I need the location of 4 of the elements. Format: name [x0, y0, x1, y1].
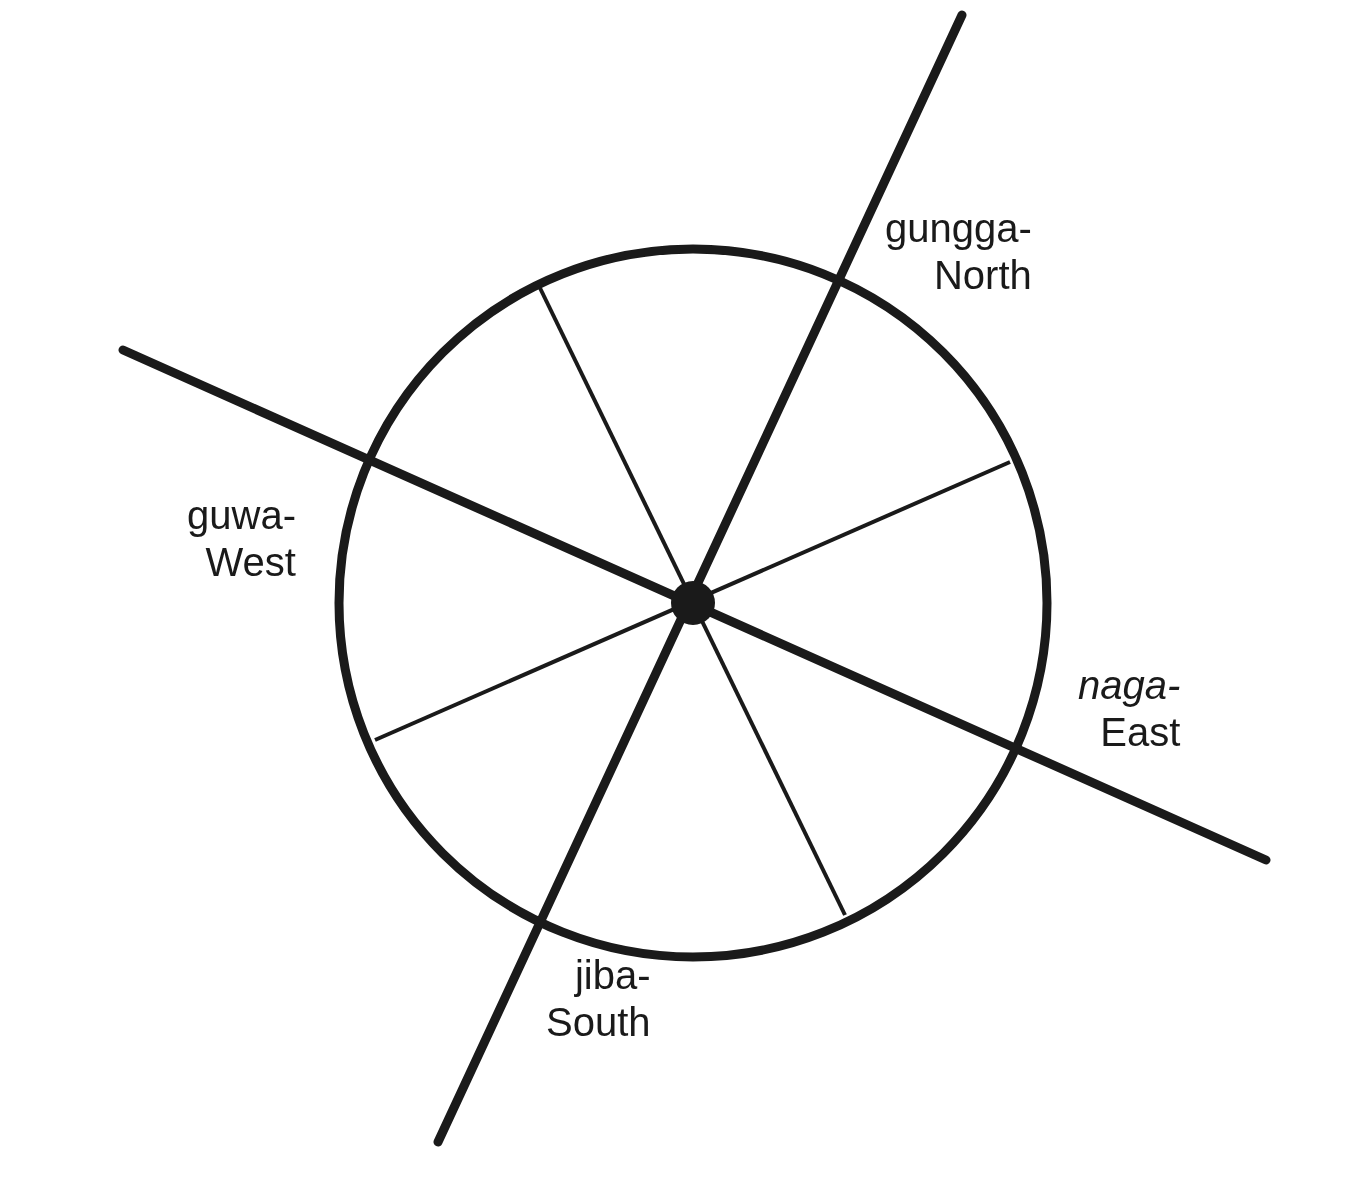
direction-label: gungga- North — [885, 205, 1032, 299]
direction-label: jiba- South — [546, 952, 651, 1046]
direction-label: guwa- West — [187, 492, 296, 586]
direction-label: naga- East — [1078, 662, 1181, 756]
